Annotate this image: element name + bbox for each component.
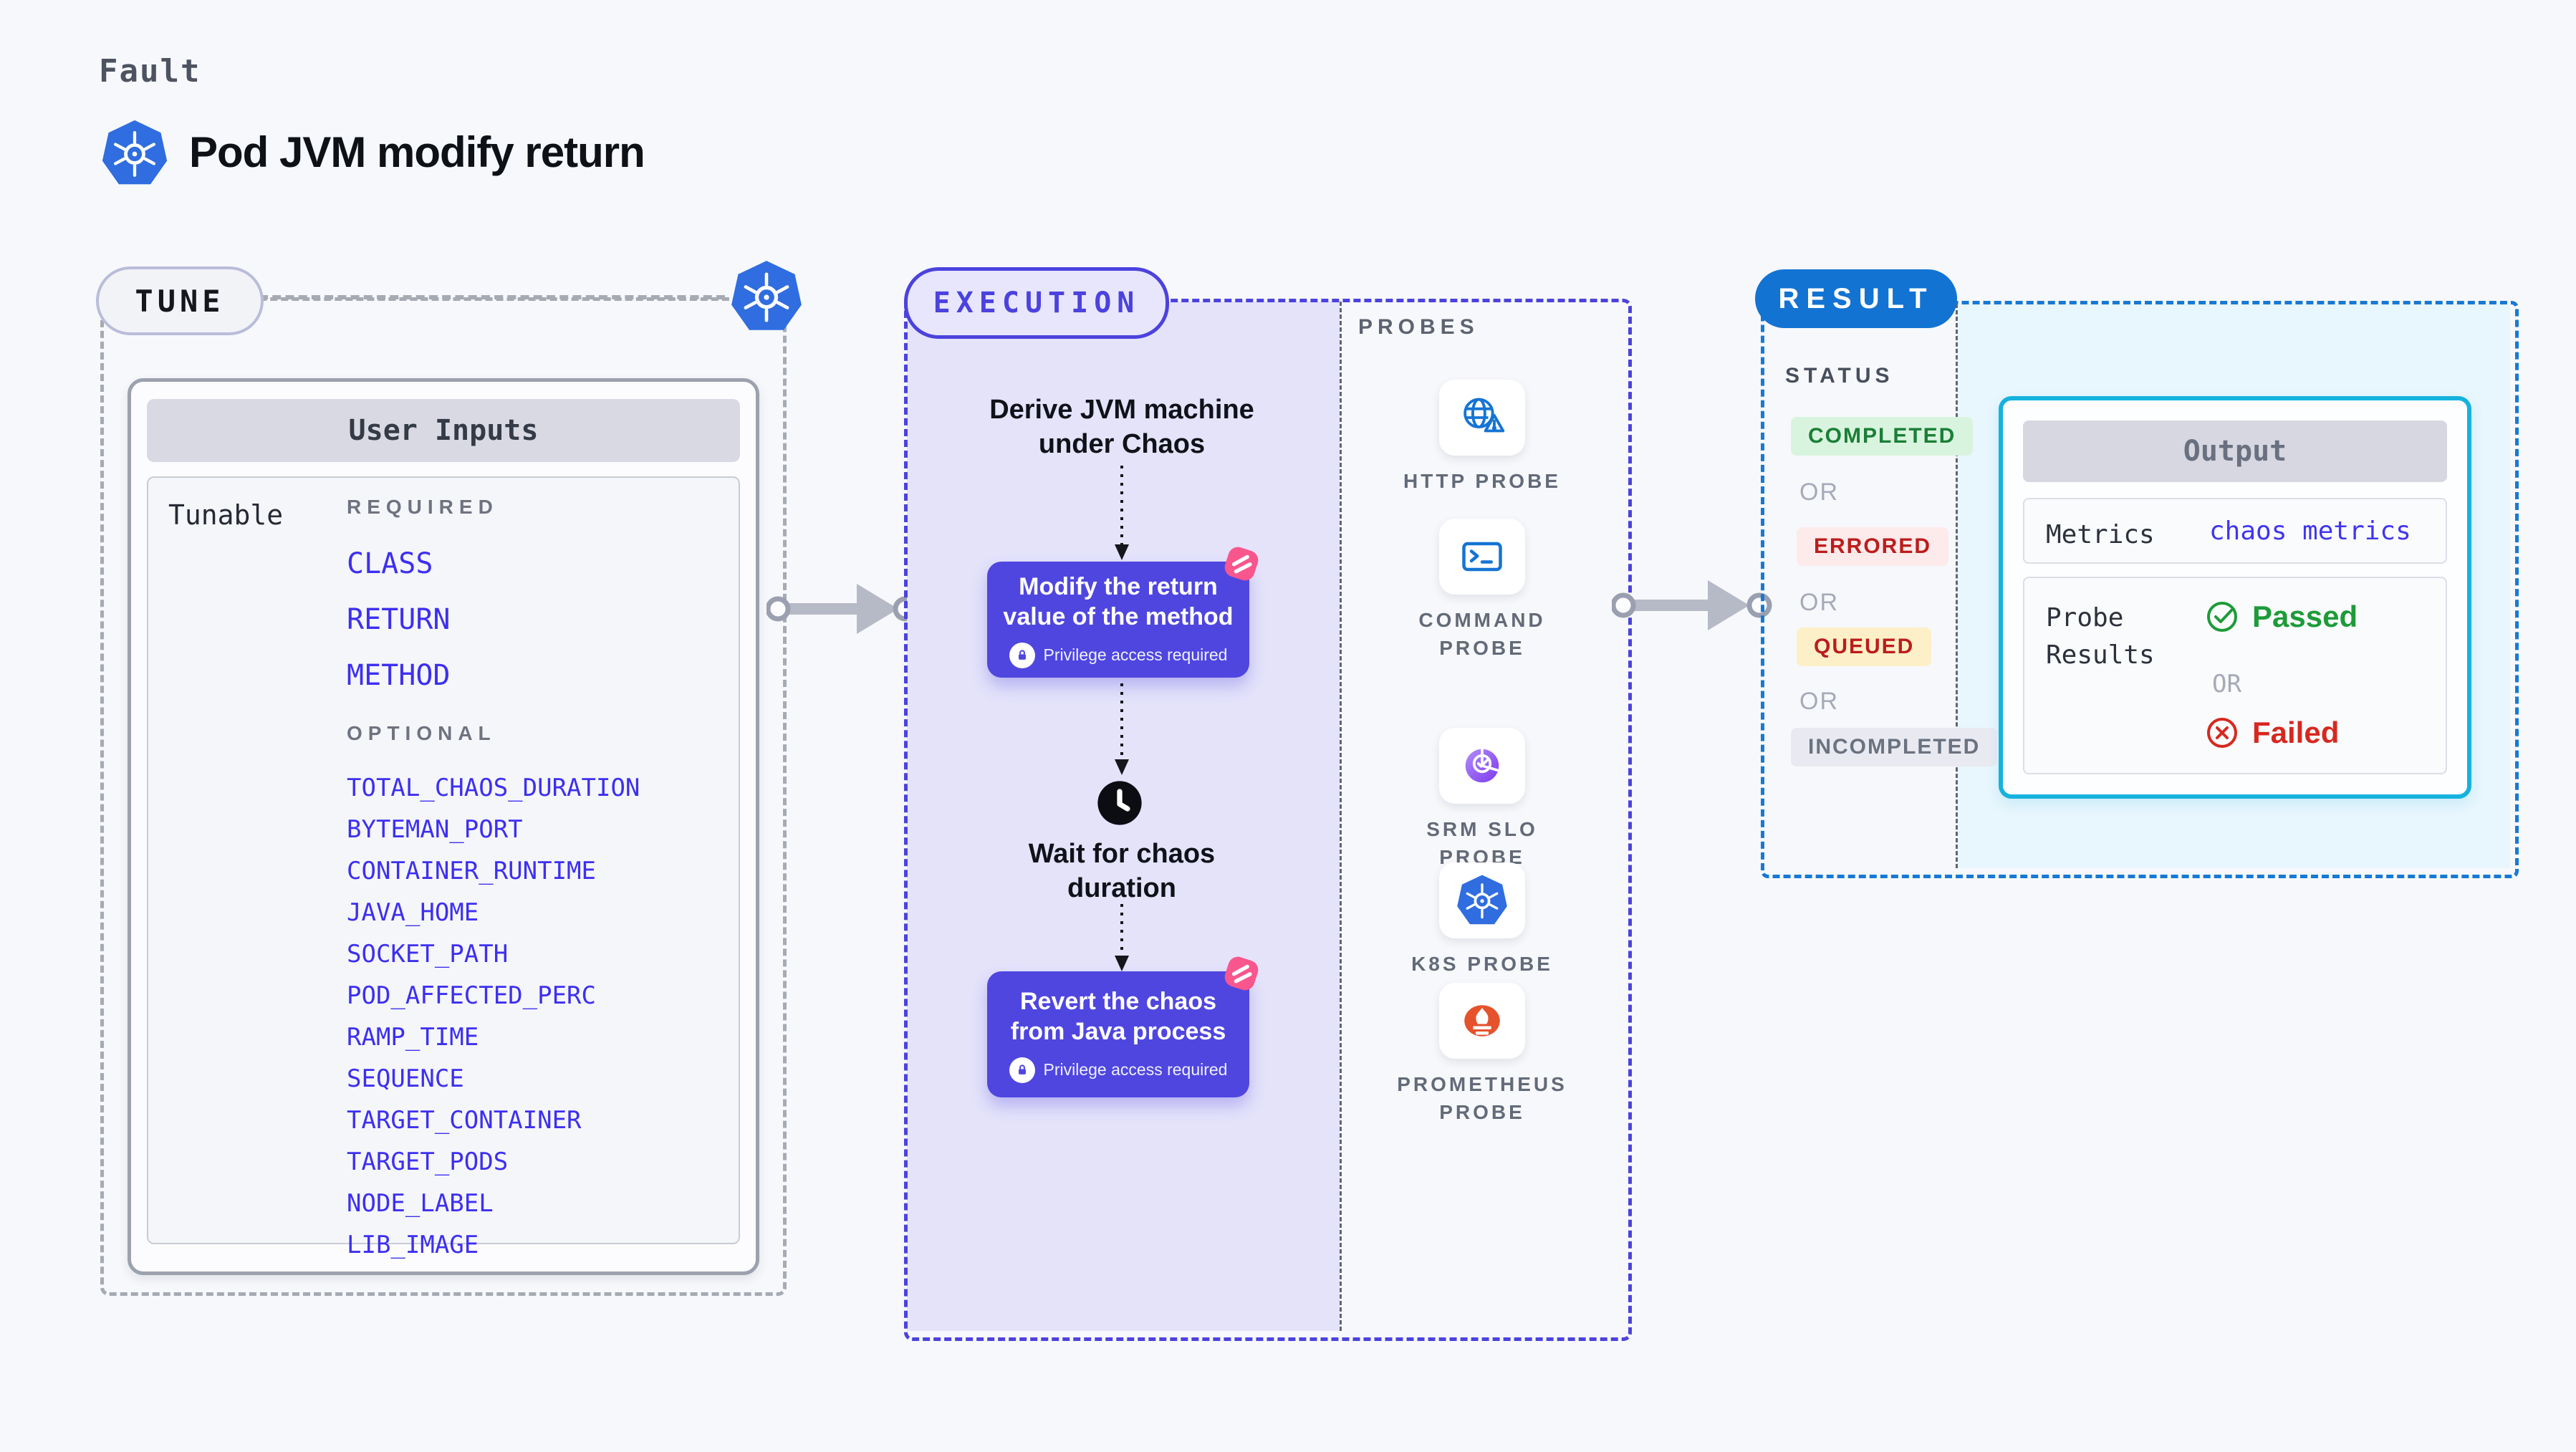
clock-icon	[1095, 778, 1145, 828]
kubernetes-icon	[1439, 862, 1525, 938]
input-item[interactable]: TOTAL_CHAOS_DURATION	[347, 774, 640, 802]
probe-prometheus[interactable]: PROMETHEUS PROBE	[1340, 983, 1625, 1126]
input-item[interactable]: METHOD	[347, 659, 451, 692]
optional-label: OPTIONAL	[347, 722, 496, 744]
probe-k8s[interactable]: K8S PROBE	[1340, 862, 1625, 978]
or-label: OR	[1799, 688, 1839, 715]
status-output-separator	[1956, 304, 1958, 868]
user-inputs-list: Tunable REQUIRED CLASS RETURN METHOD OPT…	[147, 476, 740, 1259]
probes-label: PROBES	[1358, 315, 1479, 339]
input-item[interactable]: LIB_IMAGE	[347, 1231, 479, 1259]
probe-results-label: Probe Results	[2046, 603, 2155, 670]
input-item[interactable]: SEQUENCE	[347, 1064, 464, 1093]
execution-to-result-arrow	[1610, 573, 1774, 638]
probe-srm-slo[interactable]: SRM SLO PROBE	[1340, 728, 1625, 871]
input-item[interactable]: TARGET_PODS	[347, 1148, 509, 1176]
slo-pie-check-icon	[1439, 728, 1525, 804]
result-section-frame	[1761, 301, 2519, 878]
flow-arrow-down	[1112, 683, 1131, 779]
required-label: REQUIRED	[347, 496, 499, 518]
status-badge-completed: COMPLETED	[1791, 417, 1974, 456]
status-badge-errored: ERRORED	[1797, 527, 1949, 566]
failed-result: Failed	[2205, 716, 2339, 750]
result-badge: RESULT	[1755, 269, 1957, 328]
status-label: STATUS	[1785, 364, 1894, 388]
status-badge-incompleted: INCOMPLETED	[1791, 728, 1998, 766]
metrics-value[interactable]: chaos metrics	[2209, 516, 2411, 546]
tune-badge: TUNE	[96, 266, 264, 335]
terminal-icon	[1439, 519, 1525, 595]
or-label: OR	[2212, 670, 2241, 698]
tune-kubernetes-connector	[259, 295, 725, 299]
passed-result: Passed	[2205, 600, 2358, 634]
globe-alert-icon	[1439, 380, 1525, 456]
chaos-pinwheel-icon	[1219, 951, 1264, 996]
metrics-row: Metrics chaos metrics	[2023, 498, 2447, 564]
status-badge-queued: QUEUED	[1797, 628, 1932, 666]
input-item[interactable]: BYTEMAN_PORT	[347, 815, 523, 844]
input-item[interactable]: SOCKET_PATH	[347, 940, 509, 968]
flow-arrow-down	[1112, 904, 1131, 975]
prometheus-flame-icon	[1439, 983, 1525, 1059]
metrics-label: Metrics	[2046, 520, 2155, 549]
lock-icon	[1009, 1057, 1035, 1083]
lock-icon	[1009, 642, 1035, 668]
input-item[interactable]: CLASS	[347, 547, 433, 580]
probe-results-row: Probe Results Passed OR Failed	[2023, 577, 2447, 774]
kubernetes-icon	[729, 258, 804, 335]
execution-badge: EXECUTION	[904, 267, 1169, 339]
probe-command[interactable]: COMMAND PROBE	[1340, 519, 1625, 662]
fault-kicker: Fault	[99, 53, 201, 90]
execution-section-frame	[904, 299, 1632, 1341]
probe-http[interactable]: HTTP PROBE	[1340, 380, 1625, 495]
input-item[interactable]: RETURN	[347, 603, 451, 636]
flow-arrow-down	[1112, 466, 1131, 564]
derive-step-text: Derive JVM machine under Chaos	[989, 395, 1254, 460]
output-header: Output	[2023, 420, 2447, 482]
input-item[interactable]: RAMP_TIME	[347, 1023, 479, 1052]
input-item[interactable]: JAVA_HOME	[347, 898, 479, 927]
wait-step-text: Wait for chaos duration	[1028, 839, 1216, 904]
user-inputs-card: User Inputs Tunable REQUIRED CLASS RETUR…	[128, 378, 759, 1275]
input-item[interactable]: TARGET_CONTAINER	[347, 1106, 582, 1135]
user-inputs-header: User Inputs	[147, 399, 740, 462]
input-item[interactable]: CONTAINER_RUNTIME	[347, 857, 596, 885]
tune-to-execution-arrow	[765, 577, 918, 641]
tunable-label: Tunable	[168, 499, 284, 531]
or-label: OR	[1799, 479, 1839, 506]
input-item[interactable]: POD_AFFECTED_PERC	[347, 981, 596, 1010]
kubernetes-icon	[100, 117, 169, 189]
chaos-pinwheel-icon	[1219, 542, 1264, 586]
execution-probes-separator	[1340, 302, 1342, 1331]
or-label: OR	[1799, 589, 1839, 616]
output-card: Output Metrics chaos metrics Probe Resul…	[1999, 396, 2471, 799]
x-circle-icon	[2207, 718, 2237, 748]
input-item[interactable]: NODE_LABEL	[347, 1189, 494, 1218]
page-title: Pod JVM modify return	[189, 128, 645, 176]
check-circle-icon	[2207, 602, 2237, 632]
